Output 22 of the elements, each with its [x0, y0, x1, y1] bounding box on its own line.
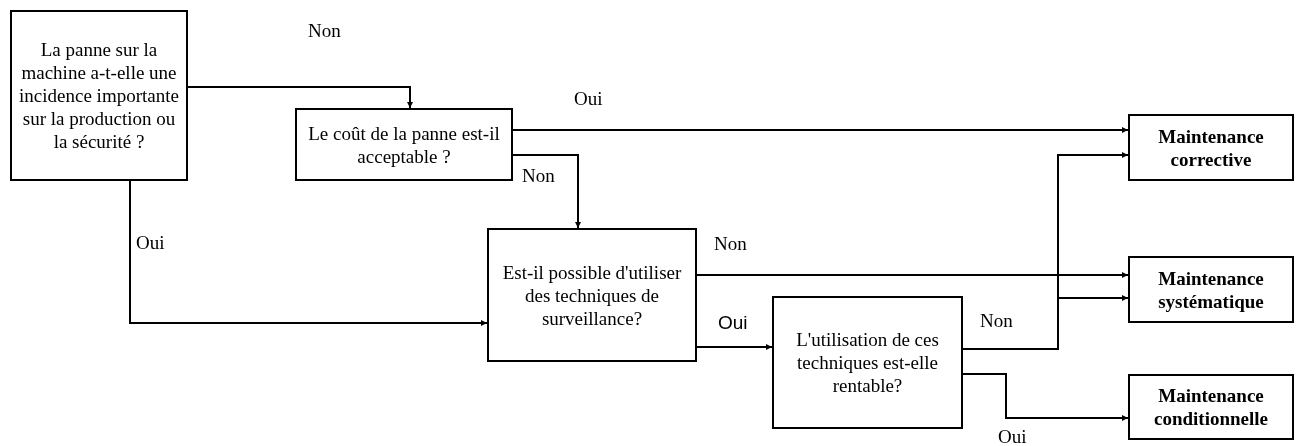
connector-arrow [129, 180, 488, 326]
outcome-box [1128, 374, 1294, 440]
connector-arrow [512, 154, 581, 229]
question-box [487, 228, 697, 362]
connector-arrow [187, 86, 413, 109]
outcome-box [1128, 114, 1294, 181]
question-text: Le coût de la panne est-il acceptable ? [307, 121, 501, 168]
connector-arrow [962, 373, 1129, 421]
connector-arrow [962, 295, 1129, 350]
question-text: Est-il possible d'utiliser des techniques de surveillance? [501, 260, 683, 330]
question-text: L'utilisation de ces techniques est-elle rentable? [795, 328, 940, 397]
connector-arrow [696, 272, 1129, 278]
question-box [10, 10, 188, 181]
question-box [772, 296, 963, 429]
outcome-box [1128, 256, 1294, 323]
outcome-text: Maintenance corrective [1157, 124, 1265, 171]
question-text: La panne sur la machine a-t-elle une incidence importante sur la production ou la sécurité ? [18, 38, 180, 153]
connector-arrow [512, 127, 1129, 133]
connector-arrow [696, 344, 773, 350]
outcome-text: Maintenance conditionnelle [1153, 384, 1269, 430]
outcome-text: Maintenance systématique [1157, 266, 1265, 313]
question-box [295, 108, 513, 181]
